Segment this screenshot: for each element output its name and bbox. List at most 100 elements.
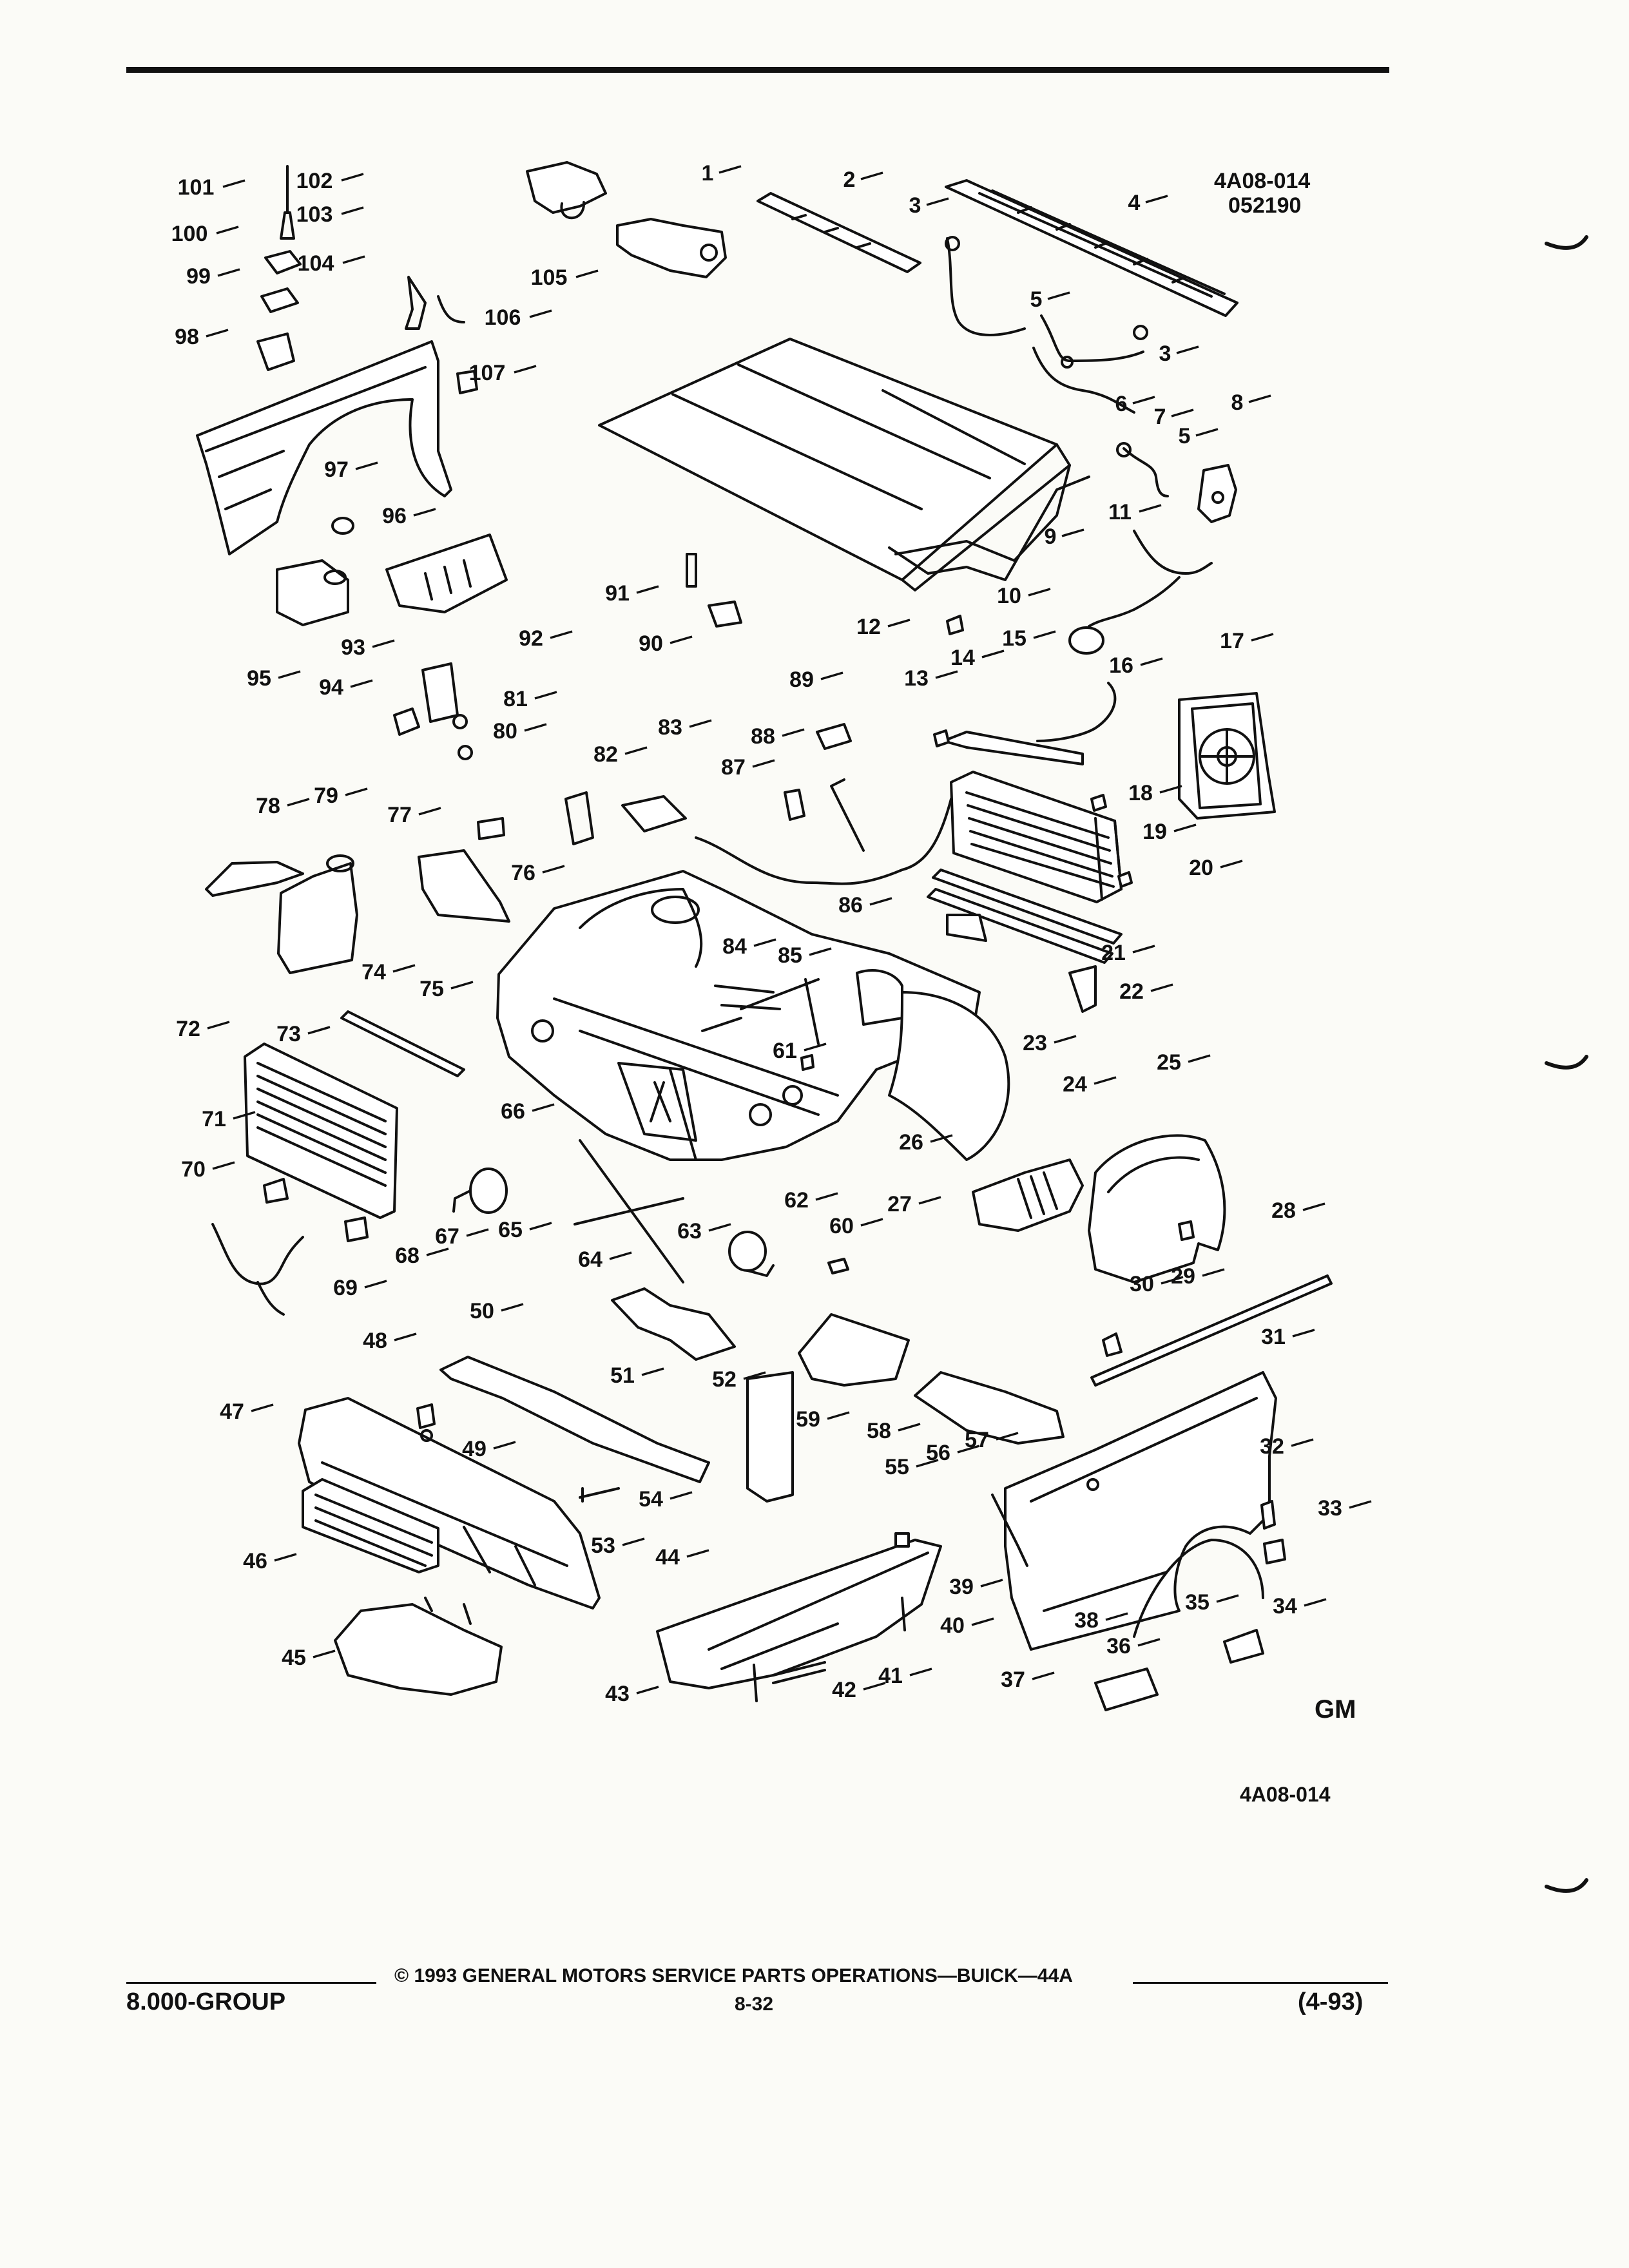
leader-line-102 [341,173,364,182]
callout-75: 75 [419,977,444,1001]
leader-line-49 [493,1441,516,1450]
leader-line-97 [355,461,378,470]
callout-10: 10 [997,584,1021,608]
fascia-support [746,1371,794,1503]
callout-22: 22 [1119,979,1144,1004]
callout-43: 43 [605,1682,630,1706]
callout-33: 33 [1318,1496,1342,1521]
callout-63: 63 [677,1219,702,1244]
leader-line-16 [1140,657,1163,666]
callout-18: 18 [1128,781,1153,805]
callout-73: 73 [276,1022,301,1046]
radiator-support-bar [340,1010,465,1077]
reservoir-bracket [205,861,304,897]
leader-line-91 [636,585,659,594]
leader-line-21 [1132,945,1155,954]
callout-46: 46 [243,1549,267,1573]
callout-60: 60 [829,1214,854,1238]
leader-line-85 [809,947,832,956]
hood-hinge-bracket [616,218,727,278]
ref-date-top: 052190 [1228,193,1301,218]
callout-15: 15 [1002,626,1027,651]
gm-logo-mark: GM [1315,1695,1356,1724]
callout-13: 13 [904,666,929,691]
callout-40: 40 [940,1613,965,1638]
leader-line-40 [971,1617,994,1626]
callout-81: 81 [503,687,528,711]
callout-66: 66 [501,1099,525,1124]
leader-line-59 [827,1411,850,1420]
margin-mark-3 [1545,1878,1588,1893]
callout-30: 30 [1130,1272,1154,1296]
leader-line-101 [222,179,246,188]
horn-wiring-harness [211,1223,304,1316]
leader-line-76 [542,865,565,874]
callout-68: 68 [395,1244,419,1268]
leader-line-69 [364,1280,387,1289]
hood-panel [598,338,1071,591]
air-inlet-duct [526,161,607,220]
callout-67: 67 [435,1224,459,1249]
cowl-vent-grille [945,179,1239,317]
fender-splash-shield-left [385,533,508,613]
footer-rule-right [1133,1982,1388,1984]
exploded-parts-diagram: 4A08-014 052190 4A08-014 [171,161,1588,1893]
fastener-parts [256,165,1195,1702]
callout-12: 12 [856,615,881,639]
leader-line-103 [341,206,364,215]
callout-29: 29 [1171,1264,1195,1289]
leader-line-70 [212,1161,235,1170]
fender-left [196,340,452,555]
callout-28: 28 [1271,1198,1296,1223]
callout-26: 26 [899,1130,923,1155]
callout-100: 100 [171,222,208,246]
leader-line-68 [426,1247,449,1256]
callout-104: 104 [298,251,334,276]
leader-line-79 [345,787,368,796]
leader-line-41 [909,1667,932,1677]
leader-line-65 [529,1222,552,1231]
callout-84: 84 [722,934,747,959]
callout-56: 56 [926,1441,950,1465]
leader-line-38 [1105,1612,1128,1621]
leader-line-100 [216,226,239,235]
callout-64: 64 [578,1247,602,1272]
leader-line-87 [752,759,775,768]
callout-16: 16 [1109,653,1133,678]
callout-85: 85 [778,943,802,968]
leader-line-43 [636,1686,659,1695]
callout-48: 48 [363,1329,387,1353]
leader-line-75 [450,981,474,990]
callout-105: 105 [531,265,568,290]
leader-line-78 [287,798,310,807]
leader-line-45 [313,1649,336,1658]
wheel-opening-molding [1133,1539,1264,1638]
ref-code-bottom: 4A08-014 [1240,1783,1331,1806]
leader-line-19 [1173,823,1197,832]
leader-line-50 [501,1303,524,1312]
front-air-deflector [439,1356,710,1483]
fender-right [1004,1371,1277,1651]
callout-25: 25 [1157,1050,1181,1075]
leader-line-46 [274,1553,297,1562]
rocker-molding [1090,1274,1333,1387]
leader-line-5 [1195,428,1219,437]
callout-96: 96 [382,504,407,528]
callout-11: 11 [1108,500,1132,524]
leader-line-13 [935,670,958,679]
leader-line-3 [1176,345,1199,354]
leader-line-95 [278,670,301,679]
leader-line-53 [622,1537,645,1546]
leader-line-22 [1150,983,1173,992]
leader-line-4 [1145,195,1168,204]
air-baffle [798,1313,910,1387]
leader-line-105 [575,269,599,278]
fender-stud [1260,1500,1276,1530]
radiator-core [950,771,1123,903]
leader-line-11 [1139,504,1162,513]
callout-62: 62 [784,1188,809,1213]
callout-32: 32 [1260,1434,1284,1459]
callout-99: 99 [186,264,211,289]
callout-8: 8 [1231,390,1244,415]
